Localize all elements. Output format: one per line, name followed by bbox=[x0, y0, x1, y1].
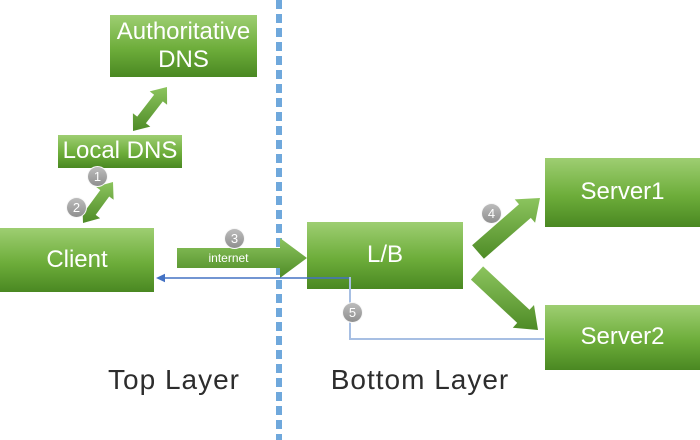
node-server2-label: Server2 bbox=[580, 323, 665, 351]
step-badge-5: 5 bbox=[342, 302, 363, 323]
node-server1: Server1 bbox=[545, 158, 700, 227]
step-badge-3: 3 bbox=[224, 228, 245, 249]
arrow-client-localdns bbox=[82, 182, 114, 223]
node-server1-label: Server1 bbox=[580, 178, 665, 206]
node-client-label: Client bbox=[46, 245, 108, 273]
connector-return-to-client-arrowhead bbox=[156, 273, 165, 283]
step-badge-2: 2 bbox=[66, 197, 87, 218]
arrow-localdns-authdns bbox=[132, 87, 168, 131]
bottom-layer-label: Bottom Layer bbox=[330, 364, 510, 395]
layer-divider-dashed-line bbox=[276, 0, 282, 440]
node-load-balancer-label: L/B bbox=[366, 241, 404, 269]
node-authoritative-dns: Authoritative DNS bbox=[110, 15, 257, 77]
step-badge-1: 1 bbox=[87, 166, 108, 187]
node-local-dns-label: Local DNS bbox=[62, 137, 178, 165]
node-authoritative-dns-label: Authoritative DNS bbox=[116, 17, 251, 73]
node-local-dns: Local DNS bbox=[58, 135, 182, 168]
node-server2: Server2 bbox=[545, 305, 700, 370]
node-load-balancer: L/B bbox=[307, 222, 463, 289]
node-client: Client bbox=[0, 228, 154, 292]
internet-arrow-label: internet bbox=[208, 251, 249, 265]
arrow-lb-server2 bbox=[470, 266, 538, 330]
top-layer-label: Top Layer bbox=[108, 364, 240, 395]
step-badge-4: 4 bbox=[481, 203, 502, 224]
